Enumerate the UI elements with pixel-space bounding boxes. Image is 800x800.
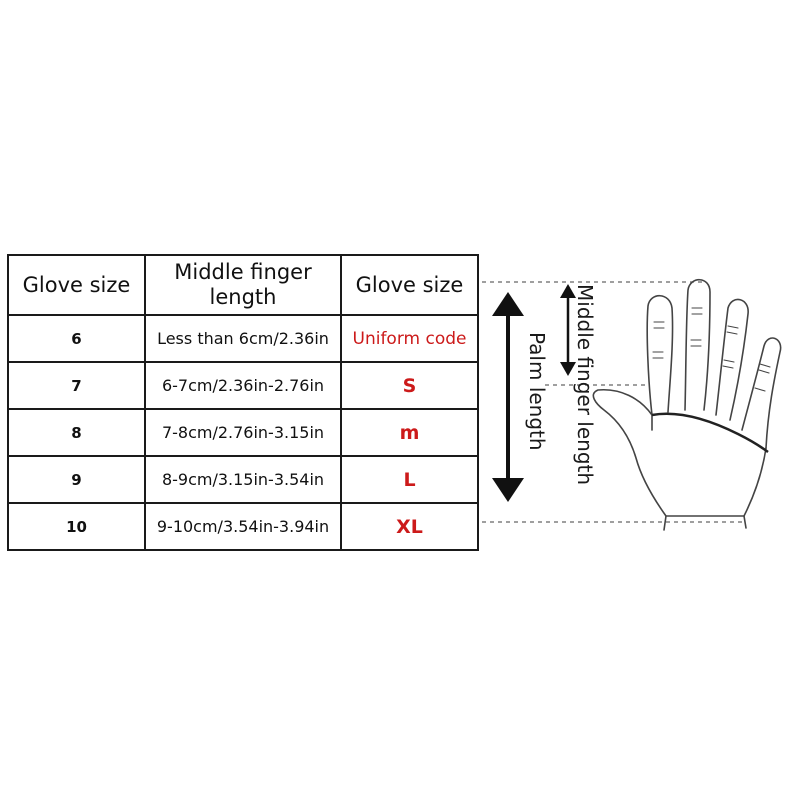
table-row: 6 Less than 6cm/2.36in Uniform code	[7, 314, 479, 363]
cell-length: 7-8cm/2.76in-3.15in	[144, 408, 342, 457]
cell-length: 9-10cm/3.54in-3.94in	[144, 502, 342, 551]
hand-measurement-diagram: Palm length Middle finger length	[482, 278, 782, 531]
table-row: 9 8-9cm/3.15in-3.54in L	[7, 455, 479, 504]
cell-code: XL	[340, 502, 479, 551]
cell-code: Uniform code	[340, 314, 479, 363]
cell-length: 8-9cm/3.15in-3.54in	[144, 455, 342, 504]
hand-outline-icon	[592, 278, 782, 531]
middle-finger-length-label: Middle finger length	[573, 284, 597, 485]
cell-code: S	[340, 361, 479, 410]
cell-length: Less than 6cm/2.36in	[144, 314, 342, 363]
table-row: 8 7-8cm/2.76in-3.15in m	[7, 408, 479, 457]
cell-size: 6	[7, 314, 146, 363]
finger-length-arrow-icon	[560, 284, 576, 376]
table-row: 10 9-10cm/3.54in-3.94in XL	[7, 502, 479, 551]
palm-length-arrow-icon	[492, 292, 524, 502]
cell-size: 10	[7, 502, 146, 551]
table-row: 7 6-7cm/2.36in-2.76in S	[7, 361, 479, 410]
palm-length-label: Palm length	[525, 332, 549, 451]
table-header-row: Glove size Middle finger length Glove si…	[7, 254, 479, 316]
cell-size: 7	[7, 361, 146, 410]
cell-length: 6-7cm/2.36in-2.76in	[144, 361, 342, 410]
header-middle-finger-length: Middle finger length	[144, 254, 342, 316]
cell-code: m	[340, 408, 479, 457]
dashed-guides	[482, 281, 745, 523]
cell-code: L	[340, 455, 479, 504]
header-glove-size-code: Glove size	[340, 254, 479, 316]
cell-size: 8	[7, 408, 146, 457]
header-glove-size: Glove size	[7, 254, 146, 316]
cell-size: 9	[7, 455, 146, 504]
palm-crease-line	[651, 412, 769, 454]
size-chart-table: Glove size Middle finger length Glove si…	[7, 254, 479, 551]
